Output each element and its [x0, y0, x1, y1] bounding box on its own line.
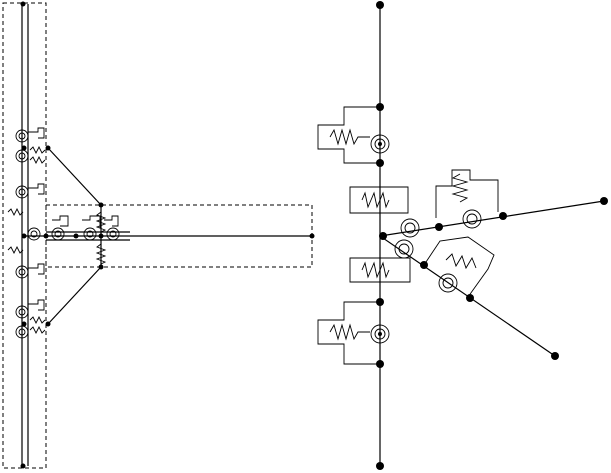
- node-dot: [376, 1, 384, 9]
- spring-icon: [29, 325, 46, 335]
- node-dot: [20, 1, 26, 7]
- spiral-torsion-icon: [400, 218, 420, 238]
- spring-icon: [7, 245, 24, 255]
- spring-icon: [445, 253, 477, 270]
- branch-upper-right: [379, 200, 605, 237]
- node-dot: [98, 264, 104, 270]
- spring-icon: [95, 243, 107, 265]
- spring-icon: [361, 261, 390, 279]
- spring-housing-branch-lower: [423, 236, 495, 298]
- spring-icon: [451, 173, 469, 203]
- spring-housing: [349, 186, 380, 214]
- spring-icon: [29, 155, 46, 165]
- spring-housing: [82, 215, 101, 228]
- node-dot: [20, 463, 26, 469]
- spiral-torsion-icon: [370, 324, 390, 344]
- node-dot: [376, 103, 384, 111]
- spring-housing: [52, 215, 69, 227]
- spring-icon: [29, 315, 46, 325]
- node-dot: [98, 202, 104, 208]
- spring-icon: [29, 145, 46, 155]
- node-dot: [43, 233, 49, 239]
- spiral-torsion-icon: [438, 273, 458, 293]
- node-dot: [376, 159, 384, 167]
- diagonal-link-lower: [47, 266, 102, 325]
- node-dot: [551, 352, 559, 360]
- node-dot: [499, 212, 507, 220]
- node-dot: [435, 223, 443, 231]
- spiral-torsion-icon: [370, 134, 390, 154]
- spring-icon: [7, 207, 24, 217]
- node-dot: [309, 233, 315, 239]
- node-dot: [600, 197, 608, 205]
- joint-cluster-mid-upper: [7, 183, 69, 255]
- node-dot: [21, 145, 27, 151]
- joint-cluster-center: [82, 215, 120, 241]
- spring-housing-branch-upper: [435, 169, 499, 218]
- node-dot: [21, 321, 27, 327]
- node-dot: [73, 233, 79, 239]
- spring-housing: [380, 257, 411, 283]
- spring-housing: [380, 186, 409, 214]
- spring-housing: [28, 183, 45, 195]
- joint-cluster-mid-lower: [15, 263, 45, 279]
- node-dot: [98, 233, 104, 239]
- node-dot: [45, 321, 51, 327]
- left-figure: [2, 1, 315, 469]
- spiral-torsion-icon: [394, 239, 414, 259]
- spring-housing: [28, 127, 45, 139]
- spring-icon: [95, 211, 107, 233]
- node-dot: [376, 298, 384, 306]
- spring-housing: [349, 257, 380, 283]
- spiral-torsion-icon: [462, 209, 482, 229]
- node-dot: [376, 360, 384, 368]
- spring-housing: [104, 215, 119, 227]
- right-nodes: [376, 1, 608, 470]
- joint-cluster-upper: [15, 127, 46, 165]
- spring-housing: [28, 299, 45, 311]
- spring-icon: [361, 191, 390, 209]
- joint-cluster-lower: [15, 299, 46, 339]
- node-dot: [21, 233, 27, 239]
- spring-icon: [329, 128, 370, 146]
- spring-housing: [28, 263, 45, 275]
- spring-housing-lower: [317, 301, 380, 365]
- left-nodes: [20, 1, 315, 469]
- spring-icon: [329, 323, 370, 341]
- diagonal-link-upper: [47, 147, 102, 206]
- node-dot: [466, 294, 474, 302]
- spring-housing-upper: [317, 106, 380, 164]
- node-dot: [376, 462, 384, 470]
- node-dot: [45, 145, 51, 151]
- right-figure: [317, 1, 608, 470]
- node-dot: [420, 261, 428, 269]
- node-dot: [379, 232, 387, 240]
